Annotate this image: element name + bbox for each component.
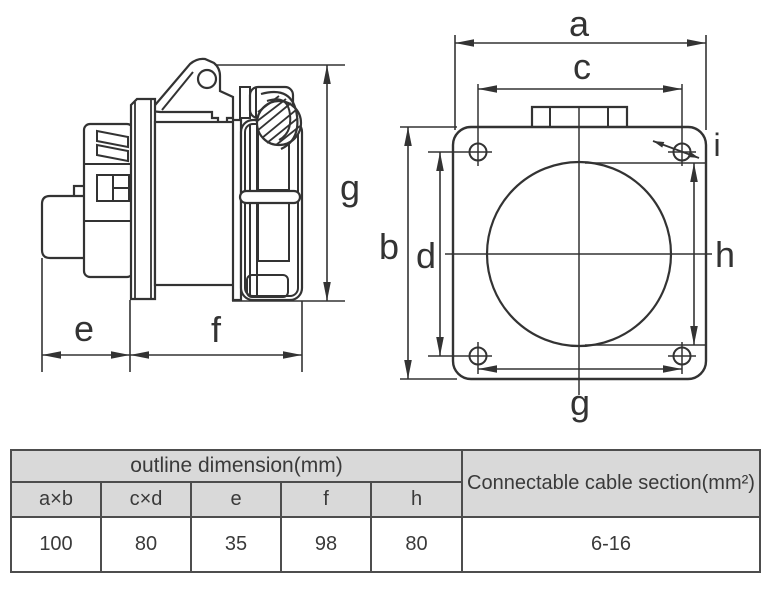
- technical-drawing: g e f: [40, 3, 735, 423]
- lever-pivot-hole: [196, 68, 218, 90]
- dim-label-f: f: [211, 309, 222, 350]
- front-view: a c b d h g i: [379, 3, 735, 423]
- rear-window: [96, 174, 130, 202]
- col-header-e: e: [192, 483, 282, 518]
- main-body: [153, 120, 236, 287]
- dim-b: [400, 126, 457, 380]
- locking-lever: [147, 57, 235, 133]
- side-view: g e f: [40, 57, 360, 372]
- dim-label-d: d: [416, 235, 436, 276]
- value-f: 98: [282, 518, 372, 571]
- vent-slots: [96, 129, 129, 163]
- flange-plate: [129, 97, 157, 301]
- col-header-cxd: c×d: [102, 483, 192, 518]
- value-e: 35: [192, 518, 282, 571]
- front-panel-bottom: [246, 274, 289, 298]
- spec-table: outline dimension(mm) Connectable cable …: [10, 449, 761, 573]
- col-header-h: h: [372, 483, 463, 518]
- value-cxd: 80: [102, 518, 192, 571]
- dim-label-h: h: [715, 234, 735, 275]
- front-housing: [239, 118, 304, 302]
- dim-label-g-front: g: [570, 382, 590, 423]
- value-h: 80: [372, 518, 463, 571]
- value-cable-section: 6-16: [590, 533, 632, 555]
- body-collar: [231, 118, 243, 302]
- socket-circle: [485, 160, 673, 348]
- dim-i-leader: [652, 140, 700, 159]
- dim-label-c: c: [573, 46, 591, 87]
- screw-hole-bottom-right: [668, 342, 696, 374]
- dim-label-a: a: [569, 3, 590, 44]
- dim-a: [454, 35, 707, 130]
- dim-label-e: e: [74, 308, 94, 349]
- hinge-knuckle: [255, 90, 303, 150]
- cable-gland: [40, 194, 88, 260]
- rear-housing: [82, 122, 135, 279]
- dim-label-g-side: g: [340, 167, 360, 208]
- wire-hook: [260, 90, 299, 150]
- outline-dimension-header: outline dimension(mm): [12, 451, 463, 483]
- dim-label-i: i: [713, 127, 720, 163]
- dim-label-b: b: [379, 226, 399, 267]
- col-header-axb: a×b: [12, 483, 102, 518]
- col-header-f: f: [282, 483, 372, 518]
- cable-section-header: Connectable cable section(mm²): [463, 451, 759, 518]
- latch-bar: [238, 189, 302, 205]
- value-axb: 100: [12, 518, 102, 571]
